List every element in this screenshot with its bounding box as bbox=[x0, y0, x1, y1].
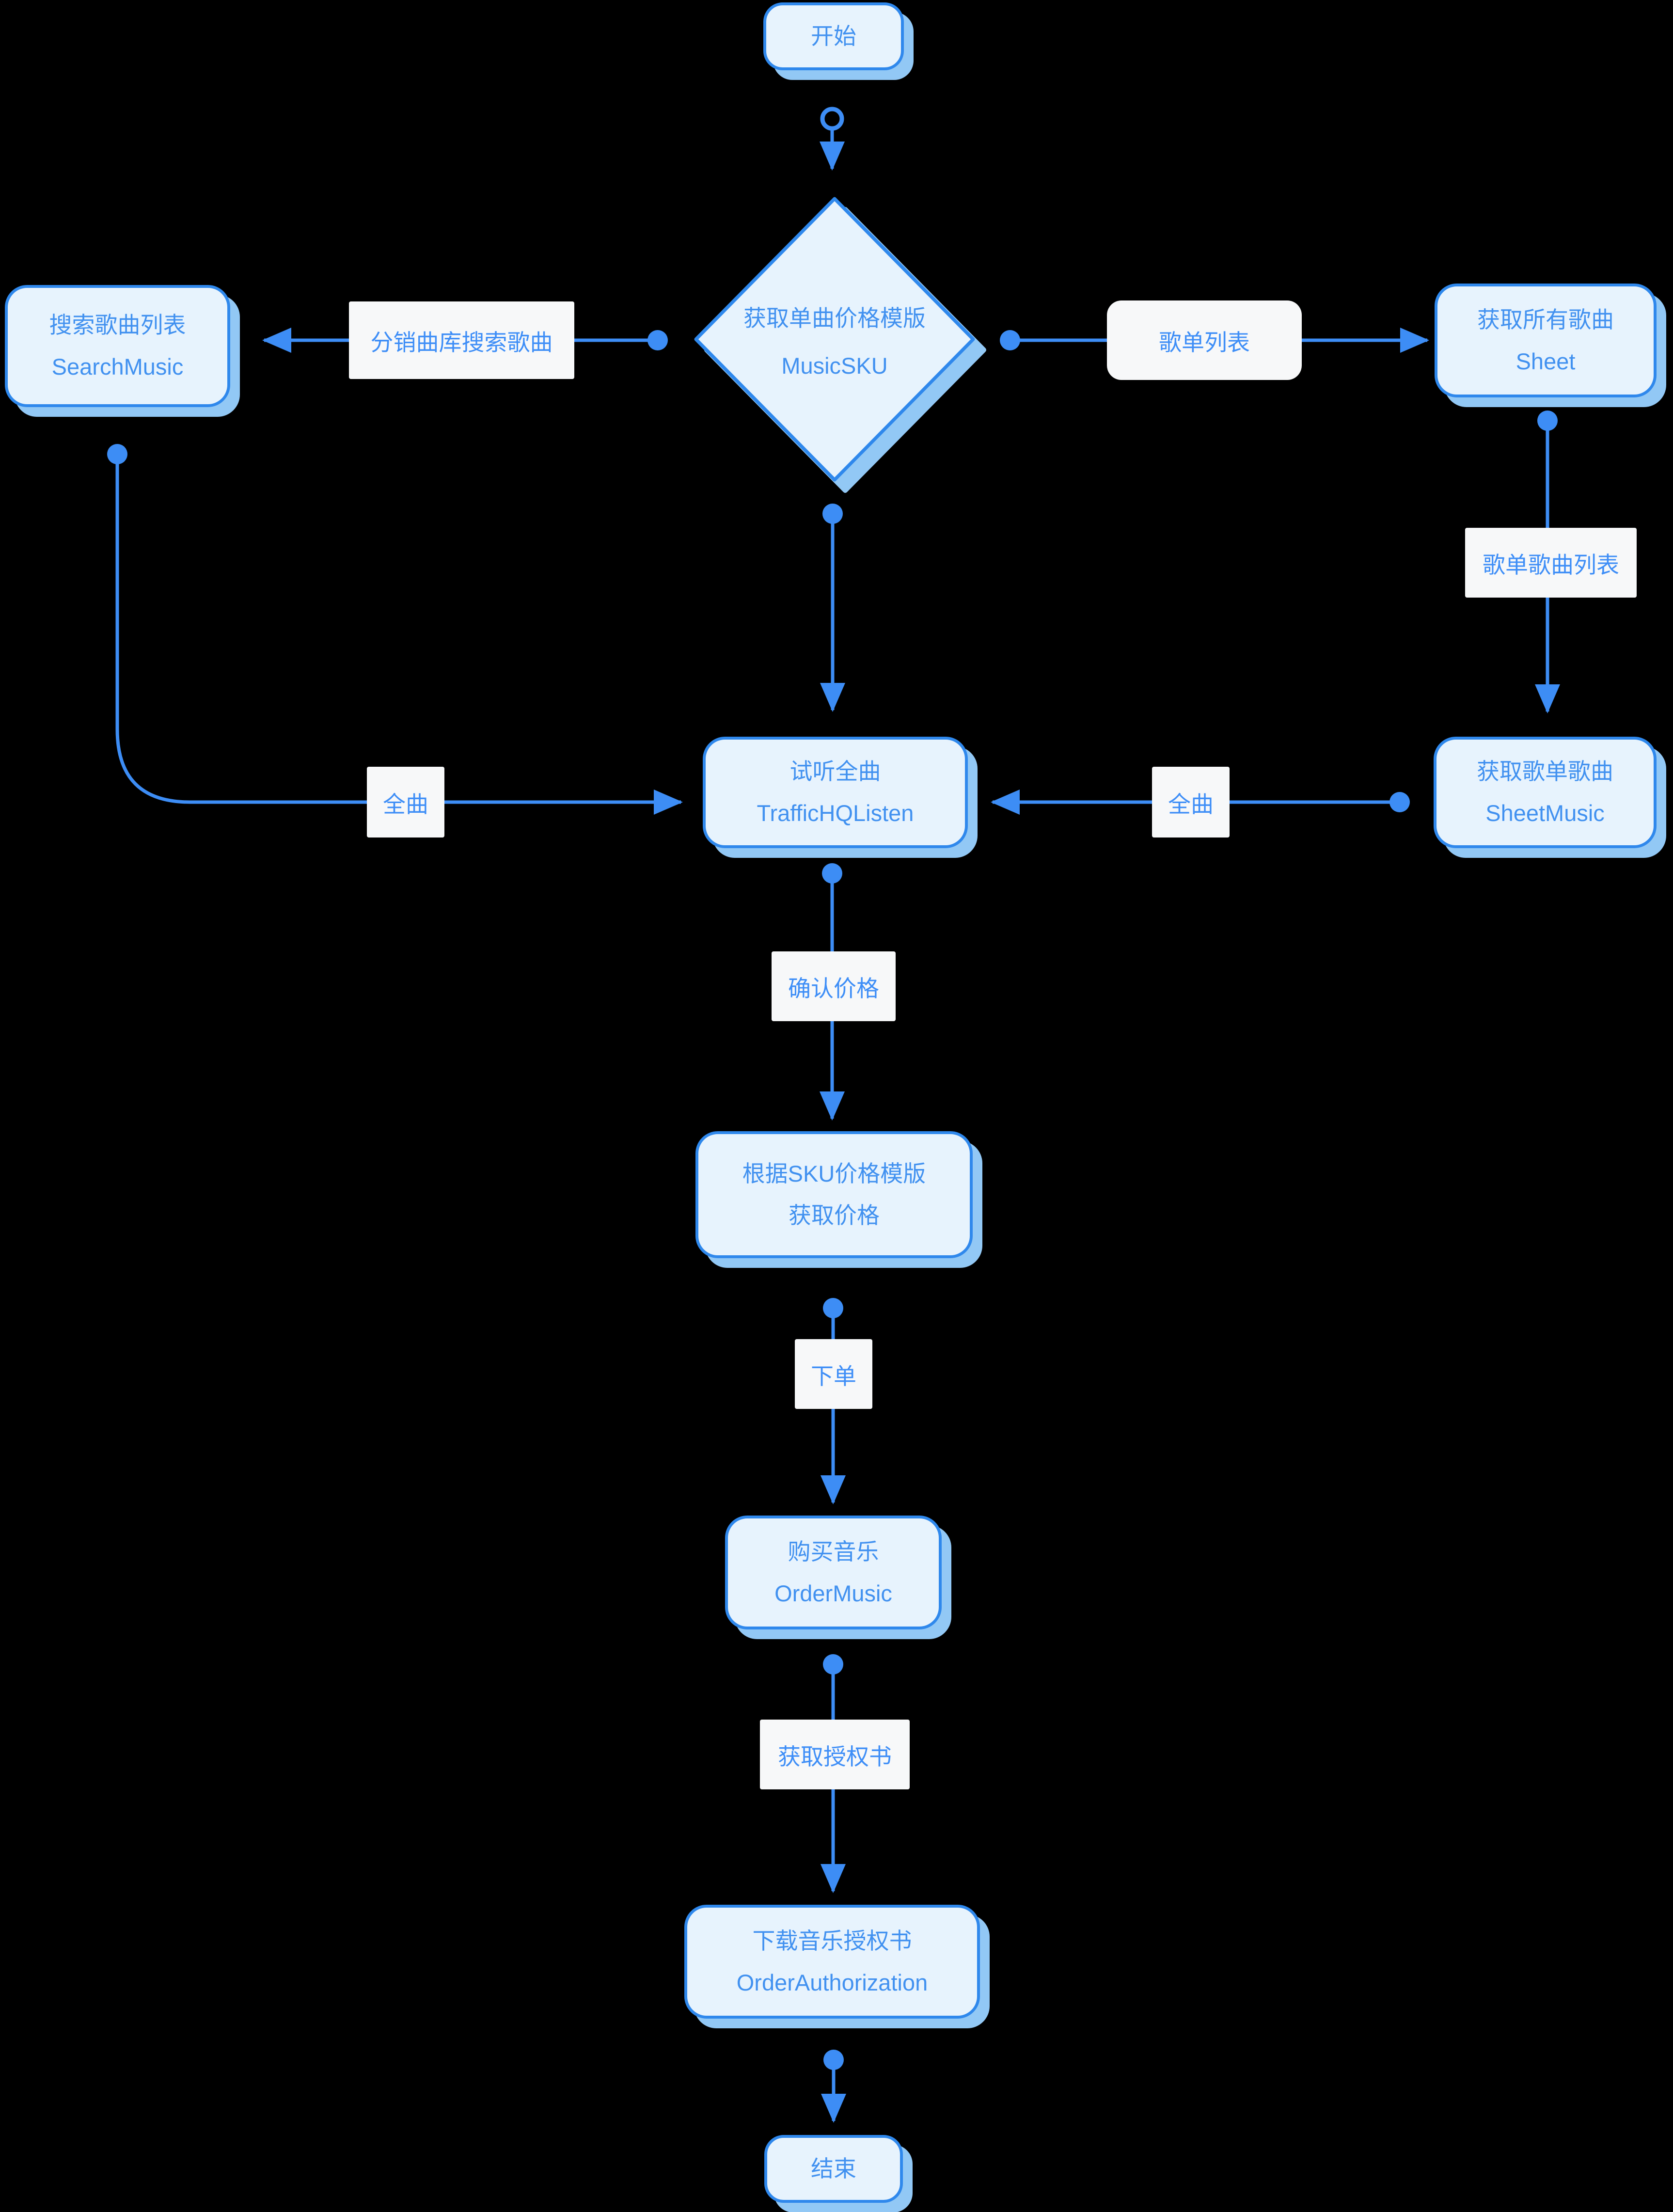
node-order-music-subtitle: OrderMusic bbox=[774, 1580, 892, 1606]
node-traffic-hq-listen: 试听全曲 TrafficHQListen bbox=[703, 737, 968, 848]
decision-diamond-shape bbox=[694, 197, 986, 493]
node-search-music-title: 搜索歌曲列表 bbox=[49, 312, 186, 338]
edge-label-place-order: 下单 bbox=[795, 1339, 872, 1409]
decision-title: 获取单曲价格模版 bbox=[743, 305, 926, 331]
node-end: 结束 bbox=[764, 2135, 903, 2203]
node-order-auth-title: 下载音乐授权书 bbox=[752, 1928, 912, 1954]
node-decision-music-sku: 获取单曲价格模版 MusicSKU bbox=[691, 194, 992, 497]
edge-label-confirm-price: 确认价格 bbox=[772, 951, 896, 1021]
node-sku-price-title: 根据SKU价格模版 bbox=[742, 1161, 926, 1187]
node-sheet-title: 获取所有歌曲 bbox=[1477, 306, 1614, 332]
node-order-music: 购买音乐 OrderMusic bbox=[725, 1516, 942, 1629]
node-order-music-title: 购买音乐 bbox=[788, 1538, 879, 1564]
edge-label-sheet-song-list: 歌单歌曲列表 bbox=[1465, 528, 1637, 598]
node-sku-price: 根据SKU价格模版 获取价格 bbox=[695, 1131, 973, 1258]
node-sheet-music: 获取歌单歌曲 SheetMusic bbox=[1434, 737, 1657, 848]
node-traffic-subtitle: TrafficHQListen bbox=[757, 800, 914, 826]
edge-label-full-song-right: 全曲 bbox=[1152, 767, 1230, 837]
node-search-music: 搜索歌曲列表 SearchMusic bbox=[5, 285, 230, 407]
node-start-label: 开始 bbox=[811, 23, 856, 49]
edge-start-origin-ring bbox=[820, 107, 844, 131]
node-start: 开始 bbox=[763, 2, 904, 70]
node-traffic-title: 试听全曲 bbox=[789, 758, 881, 785]
edge-label-full-song-left: 全曲 bbox=[367, 767, 444, 837]
edge-searchmusic-to-listen bbox=[115, 454, 683, 815]
node-sheet-music-title: 获取歌单歌曲 bbox=[1477, 758, 1613, 785]
node-sheet-subtitle: Sheet bbox=[1515, 348, 1576, 374]
node-search-music-subtitle: SearchMusic bbox=[51, 354, 184, 379]
node-order-auth-subtitle: OrderAuthorization bbox=[736, 1969, 928, 1995]
node-sheet-music-subtitle: SheetMusic bbox=[1485, 800, 1605, 826]
edge-label-search-from-catalog: 分销曲库搜索歌曲 bbox=[349, 301, 574, 379]
edge-label-sheet-list: 歌单列表 bbox=[1107, 300, 1302, 380]
node-sheet: 获取所有歌曲 Sheet bbox=[1435, 284, 1657, 397]
node-end-label: 结束 bbox=[811, 2156, 856, 2182]
node-sku-price-subtitle: 获取价格 bbox=[789, 1202, 880, 1228]
node-order-authorization: 下载音乐授权书 OrderAuthorization bbox=[684, 1905, 980, 2019]
decision-subtitle: MusicSKU bbox=[781, 353, 888, 379]
edge-label-get-authorization: 获取授权书 bbox=[760, 1720, 910, 1789]
